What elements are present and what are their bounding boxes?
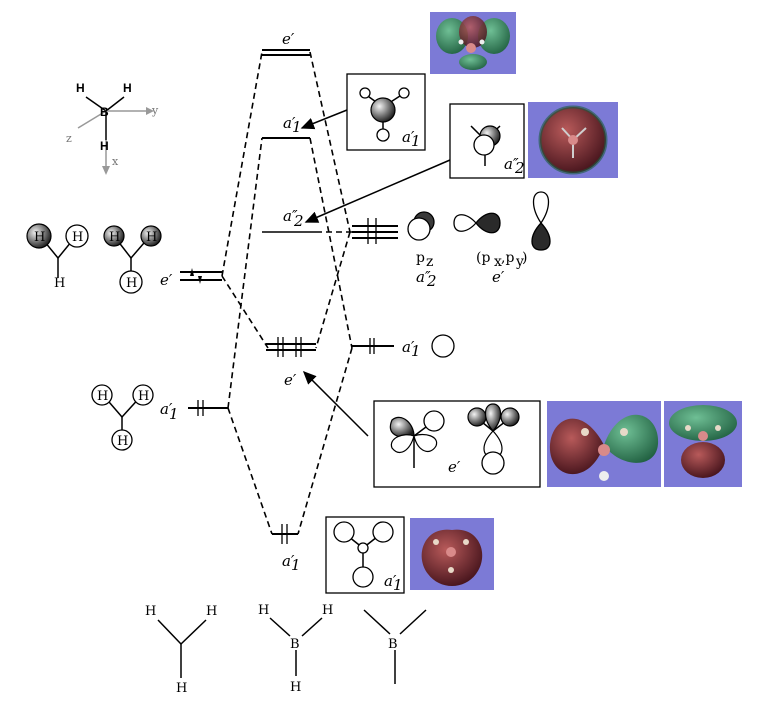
axes-h-left: H [76,81,85,95]
arrow-e [302,370,369,437]
h-atom-label: H [34,230,45,245]
h-atom-label: H [258,603,269,618]
mo-a1-upper-label: a′ [283,114,296,132]
pxpy-sym-label: e′ [492,268,505,286]
h-atom-label: H [290,680,301,695]
mo-surface-a2 [528,102,618,178]
mo-surface-e-top [430,12,516,74]
box-a2-label: a″ [504,155,519,173]
mo-surface-e-left [547,401,661,487]
boron-pxpy-orbital: (p x ,p y ) e′ [453,191,551,286]
b-atom-label: B [290,637,300,652]
h-atom-label: H [126,276,137,291]
mo-levels: e′ a′ 1 a″ 2 e′ a′ 1 [262,30,316,574]
s-sym-label: a′ [402,338,415,356]
h3-a1-label: a′ [160,400,173,418]
h3-e-level: e′ [160,268,222,289]
h-atom-label: H [138,389,149,404]
boron-p-level [352,218,398,244]
box-e-label: e′ [448,458,461,476]
svg-text:x: x [494,254,502,270]
arrow-a1-upper [300,109,348,130]
h3-a1-level: a′ 1 [160,400,228,423]
pxpy-open: (p [476,250,490,266]
axis-z-label: z [66,132,72,145]
h3-a1-orbitals: H H H [91,384,154,451]
h-atom-label: H [97,389,108,404]
h-atom-label: H [72,230,83,245]
svg-text:1: 1 [169,405,179,423]
svg-text:,p: ,p [501,250,514,266]
axes-h-bottom: H [100,139,109,153]
h3-e-label: e′ [160,271,173,289]
mo-surface-a1-bottom [410,518,494,590]
box-e: e′ [373,400,541,488]
svg-text:2: 2 [293,212,304,230]
svg-text:2: 2 [514,159,525,177]
box-a1-upper: a′ 1 [346,73,426,151]
h3-e-orbitals: H H H H H H [26,223,162,294]
pz-sym-label: a″ [416,268,431,286]
bottom-bh3-structure: H H B H [258,603,333,695]
svg-text:y: y [515,254,524,270]
svg-text:z: z [426,254,433,270]
h-atom-label: H [54,276,65,291]
box-a1-bottom: a′ 1 [325,516,405,594]
axes-b: B [100,105,109,119]
boron-s-orbital: a′ 1 [352,334,455,360]
svg-text:1: 1 [411,132,421,150]
svg-text:1: 1 [292,118,302,136]
axis-x-label: x [112,155,119,168]
svg-text:1: 1 [411,342,421,360]
mo-e-bonding-label: e′ [284,371,297,389]
correlation-lines [221,51,353,535]
h-atom-label: H [109,230,120,245]
h-atom-label: H [206,604,217,619]
h-atom-label: H [322,603,333,618]
svg-text:): ) [522,250,527,266]
b-atom-label: B [388,637,398,652]
mo-e-top-label: e′ [282,30,295,48]
h-atom-label: H [145,604,156,619]
box-a1-upper-label: a′ [402,128,415,146]
boron-pz-orbital: p z a″ 2 [407,211,437,290]
axis-y-label: y [151,104,159,117]
mo-a2-label: a″ [283,207,298,225]
arrow-a2 [304,159,451,223]
mo-surface-e-right [664,401,742,487]
svg-text:2: 2 [426,272,437,290]
h-orbital-dark [103,225,125,247]
axes-frame: H H B H y z x [66,81,159,175]
h-orbital-dark [26,223,52,249]
h-atom-label: H [176,681,187,696]
h-atom-label: H [117,434,128,449]
axes-h-right: H [123,81,132,95]
svg-text:1: 1 [393,576,403,594]
h-orbital-open [65,224,89,248]
h-orbital-open [119,270,143,294]
h-orbital-dark [140,225,162,247]
bottom-h3-structure: H H H [145,604,217,696]
pz-label: p [416,250,425,266]
box-a1-bottom-label: a′ [384,572,397,590]
h-atom-label: H [146,230,157,245]
bottom-b-skeleton: B [363,609,427,684]
svg-text:1: 1 [291,556,301,574]
box-a2: a″ 2 [449,103,525,179]
mo-a1-bottom-label: a′ [282,552,295,570]
